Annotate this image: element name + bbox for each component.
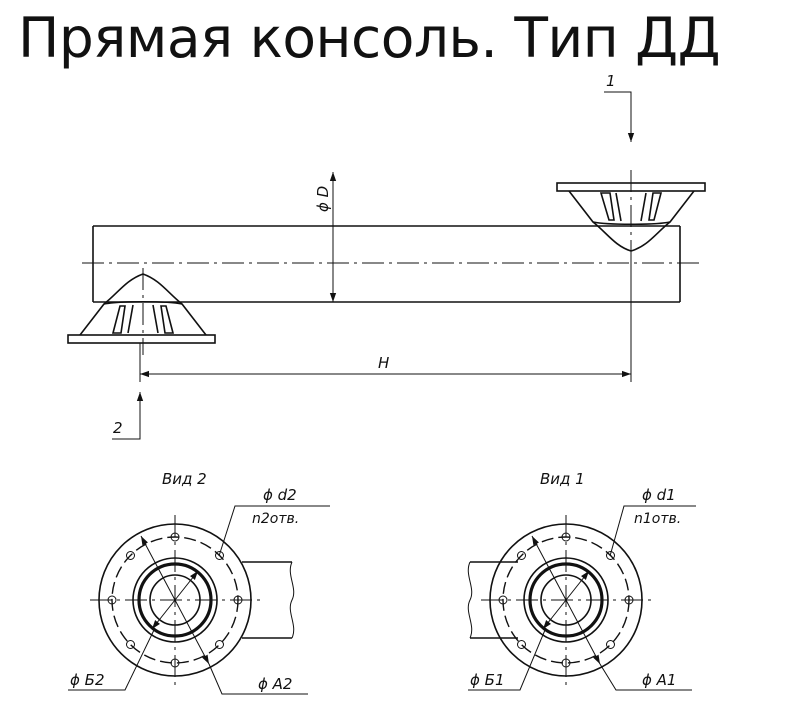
view-1-B1-callout: ϕ Б1 (468, 629, 546, 691)
view-1-A1-label: ϕ A1 (642, 671, 676, 689)
diameter-D-label: ϕ D (314, 186, 332, 212)
view-arrow-2: 2 (112, 392, 144, 440)
view-1: Вид 1 ϕ d1 n1отв. (467, 470, 696, 691)
drawing-title: Прямая консоль. Тип ДД (18, 6, 721, 70)
view-2-B2-callout: ϕ Б2 (68, 629, 155, 691)
view-2-A2-label: ϕ A2 (258, 675, 292, 693)
flange-top-right (556, 170, 706, 258)
view-1-B1-label: ϕ Б1 (470, 671, 505, 689)
view-1-title: Вид 1 (540, 470, 585, 488)
view-2: Вид 2 ϕ d2 n2отв (68, 470, 330, 695)
view-2-pipe-stub (242, 561, 295, 639)
side-view: ϕ D H 1 2 (67, 72, 706, 440)
view-1-n1-label: n1отв. (634, 511, 681, 527)
view-1-pipe-stub (467, 561, 518, 639)
view-arrow-2-label: 2 (113, 419, 123, 437)
diameter-D-dimension: ϕ D (314, 172, 337, 302)
length-H-label: H (378, 354, 389, 372)
view-arrow-1-label: 1 (606, 72, 616, 90)
view-1-A1-callout: ϕ A1 (599, 663, 692, 691)
view-2-d2-callout: ϕ d2 n2отв. (218, 486, 330, 557)
view-1-d1-label: ϕ d1 (642, 486, 676, 504)
view-2-d2-label: ϕ d2 (263, 486, 297, 504)
view-2-title: Вид 2 (162, 470, 207, 488)
view-arrow-1: 1 (604, 72, 635, 142)
flange-bottom-left (67, 268, 216, 355)
pipe-body (82, 225, 702, 303)
view-2-B2-label: ϕ Б2 (70, 671, 105, 689)
length-H-dimension: H (139, 258, 632, 382)
view-2-A2-callout: ϕ A2 (208, 663, 308, 695)
view-1-d1-callout: ϕ d1 n1отв. (609, 486, 696, 557)
view-2-n2-label: n2отв. (252, 511, 299, 527)
